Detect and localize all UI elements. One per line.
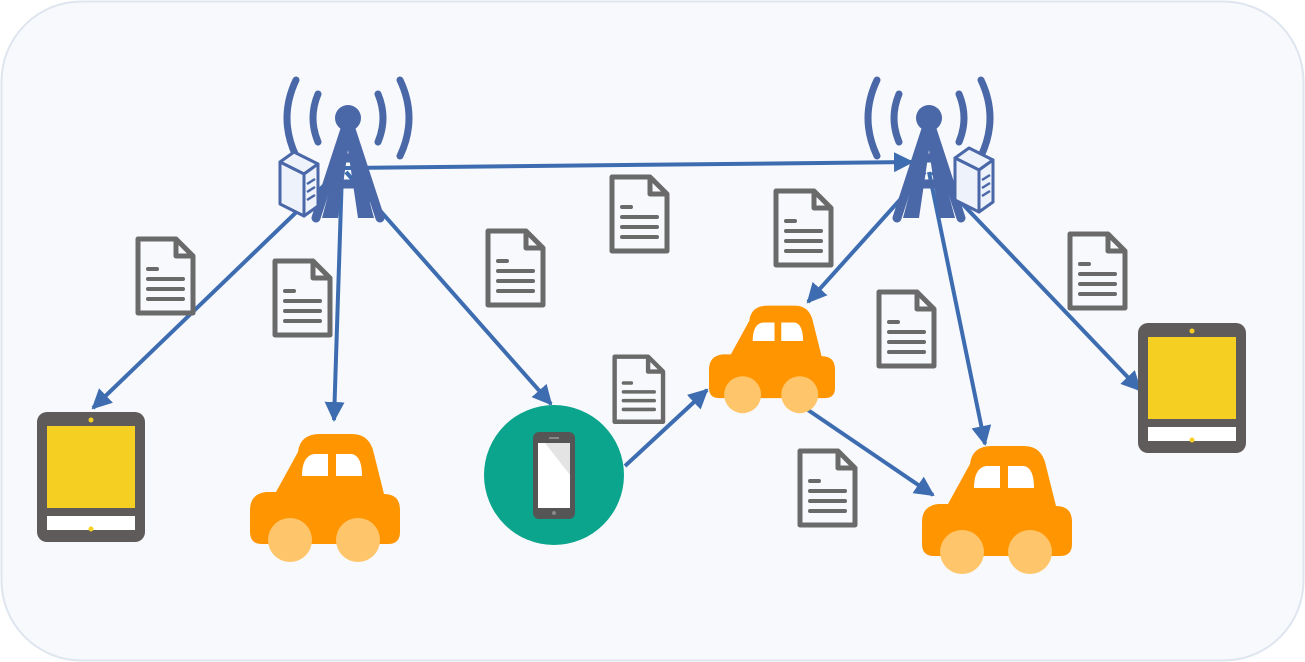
document-icon [800, 451, 855, 525]
link-tower-left-to-car-left [324, 171, 345, 422]
document-icon [275, 261, 330, 335]
tablet-left-icon [37, 412, 145, 542]
document-icon [138, 239, 193, 313]
link-tower-right-to-car-right [927, 171, 992, 446]
link-phone-to-car-middle [623, 388, 709, 468]
document-icon [615, 357, 663, 422]
document-icon [776, 191, 831, 265]
link-car-middle-to-car-right [806, 408, 935, 497]
document-icon [879, 292, 934, 366]
server-icon [278, 150, 320, 218]
link-tower-right-to-tablet-right [930, 170, 1142, 392]
document-icon [1070, 234, 1125, 308]
tablet-right-icon [1138, 323, 1246, 453]
link-tower-left-to-tower-right [344, 152, 914, 173]
server-icon [953, 146, 995, 214]
document-icon [488, 231, 543, 305]
smartphone-icon [484, 405, 624, 545]
document-icon [612, 177, 667, 251]
